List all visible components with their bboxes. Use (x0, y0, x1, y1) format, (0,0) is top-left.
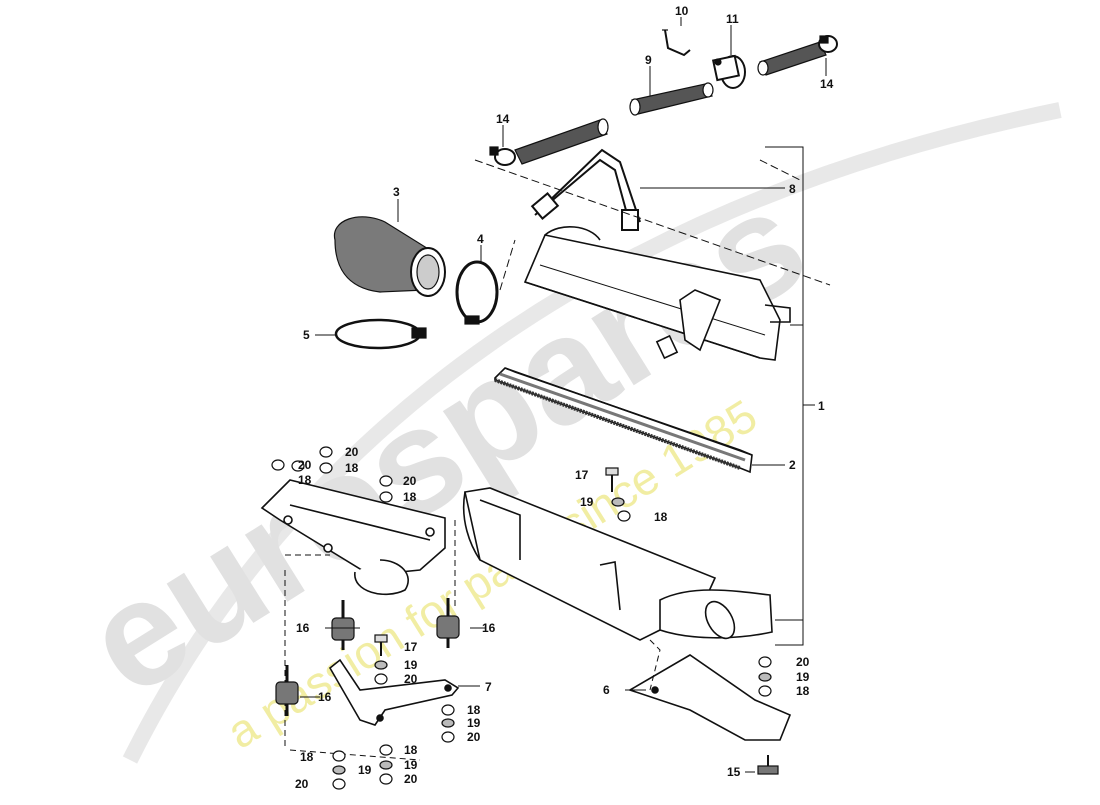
air-filter-lower-housing (462, 487, 773, 641)
callout-9: 9 (645, 53, 652, 67)
callout-1: 1 (818, 399, 825, 413)
bolt-part-17-lower (374, 634, 388, 656)
intake-boot-part-3 (333, 216, 446, 297)
callout-18-upper: 18 (654, 510, 668, 524)
callout-4: 4 (477, 232, 484, 246)
callout-16-b: 16 (482, 621, 496, 635)
rubber-mount-part-16-a (331, 600, 355, 650)
callout-18-g: 18 (404, 743, 418, 757)
watermark: eurospares a passion for parts since 198… (58, 102, 1062, 764)
callout-19-b: 19 (404, 658, 418, 672)
callout-11: 11 (726, 12, 739, 26)
callout-19-f: 19 (796, 670, 810, 684)
callout-6: 6 (603, 683, 610, 697)
callout-2: 2 (789, 458, 796, 472)
callout-16-a: 16 (296, 621, 310, 635)
watermark-swoosh (122, 102, 1062, 764)
callout-20-c: 20 (403, 474, 417, 488)
callout-18-e: 18 (467, 703, 481, 717)
air-filter-upper-housing (523, 225, 791, 361)
strap-part-8 (530, 148, 641, 231)
leader-lines (300, 17, 827, 773)
hose-clamp-part-14-right (818, 35, 838, 53)
bracket-part-7 (328, 658, 460, 726)
callout-20-a: 20 (298, 458, 312, 472)
ring-clamp-part-4 (455, 260, 499, 325)
callout-10: 10 (675, 4, 689, 18)
callout-labels: 10 11 9 14 14 3 8 4 5 1 2 20 20 18 18 20… (295, 4, 834, 791)
callout-7: 7 (485, 680, 492, 694)
rubber-mount-part-16-c (275, 665, 299, 716)
bolt-part-17-upper (605, 467, 619, 492)
callout-20-h: 20 (796, 655, 810, 669)
fasteners (271, 446, 772, 790)
housing-dashed-lines (284, 520, 456, 761)
hose-part-9 (629, 82, 714, 116)
intake-manifold-housing (260, 479, 446, 596)
callout-14-right: 14 (820, 77, 834, 91)
washer-part-18-upper (617, 510, 631, 522)
callout-20-d: 20 (404, 672, 418, 686)
callout-18-f: 18 (300, 750, 314, 764)
callout-20-e: 20 (467, 730, 481, 744)
callout-19-e: 19 (404, 758, 418, 772)
callout-17-lower: 17 (404, 640, 418, 654)
washer-part-19-upper (611, 497, 625, 507)
band-clamp-part-5 (334, 318, 427, 350)
bolt-part-15 (757, 755, 779, 775)
callout-19-d: 19 (358, 763, 372, 777)
callout-20-f: 20 (295, 777, 309, 791)
callout-5: 5 (303, 328, 310, 342)
callout-18-a: 18 (345, 461, 359, 475)
bracket-part-10 (662, 29, 691, 57)
callout-14-left: 14 (496, 112, 510, 126)
bracket-part-6 (628, 639, 792, 741)
callout-16-c: 16 (318, 690, 332, 704)
callout-19-upper: 19 (580, 495, 594, 509)
callout-18-b: 18 (298, 473, 312, 487)
callout-18-c: 18 (403, 490, 417, 504)
filter-element-part-2 (494, 367, 753, 474)
callout-8: 8 (789, 182, 796, 196)
guide-lines (474, 159, 831, 291)
callout-19-c: 19 (467, 716, 481, 730)
callout-20-g: 20 (404, 772, 418, 786)
callout-3: 3 (393, 185, 400, 199)
rubber-mount-part-16-b (436, 598, 460, 648)
callout-20-b: 20 (345, 445, 359, 459)
clamp-part-11 (711, 54, 746, 89)
callout-18-h: 18 (796, 684, 810, 698)
hose-left (514, 118, 609, 165)
callout-15: 15 (727, 765, 741, 779)
hose-right (757, 41, 827, 76)
callout-17-upper: 17 (575, 468, 589, 482)
hose-clamp-part-14-left (489, 146, 516, 166)
